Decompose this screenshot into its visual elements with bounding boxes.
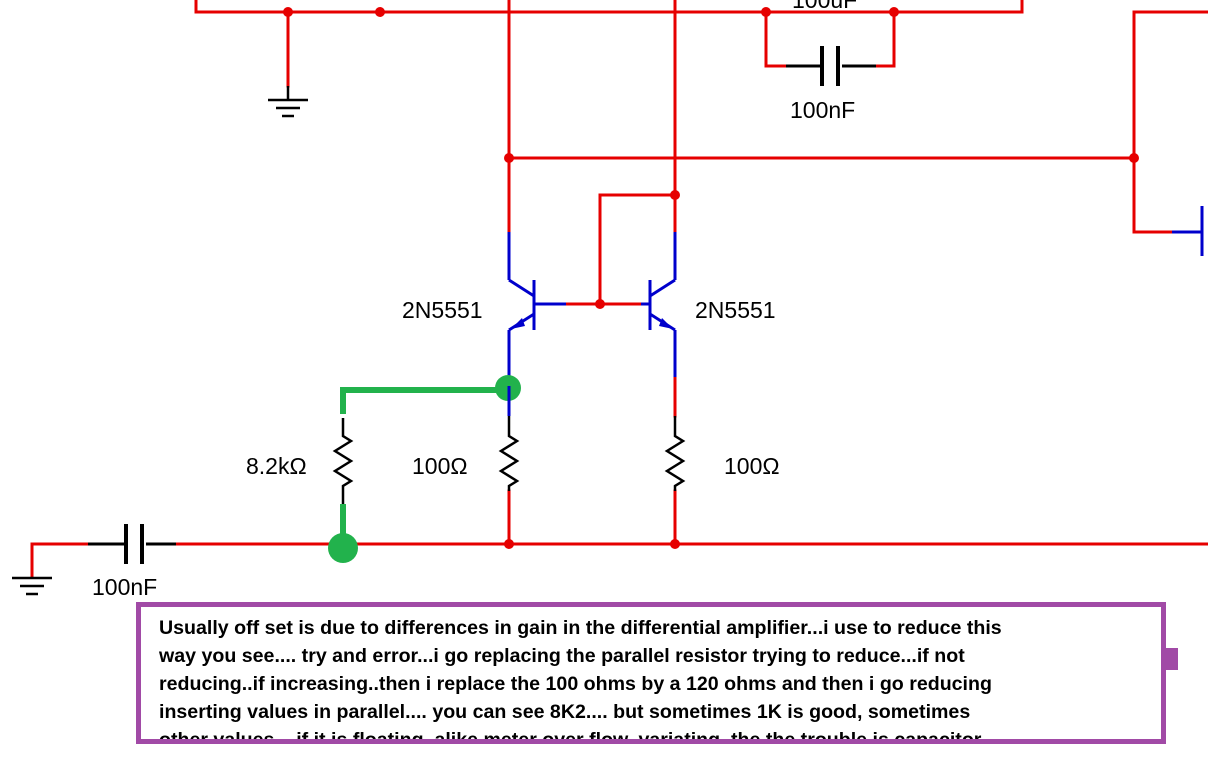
input-ground-wire xyxy=(30,542,90,578)
node-dot xyxy=(595,299,605,309)
node-dot xyxy=(283,7,293,17)
node-dot xyxy=(1129,153,1139,163)
node-dot xyxy=(670,539,680,549)
label-resistor-8k2: 8.2kΩ xyxy=(246,453,307,479)
top-cap-loop-right xyxy=(874,10,896,68)
annotation-note: Usually off set is due to differences in… xyxy=(136,602,1166,744)
label-top-cap: 100nF xyxy=(790,97,855,123)
node-dot xyxy=(375,7,385,17)
note-line: inserting values in parallel.... you can… xyxy=(159,701,971,723)
highlight-node xyxy=(328,533,358,563)
transistor-right xyxy=(641,232,677,377)
label-transistor-left: 2N5551 xyxy=(402,297,483,323)
ground-symbol-input xyxy=(12,576,52,596)
transistor-partial-right xyxy=(1172,206,1204,256)
transistor-left xyxy=(507,232,566,386)
note-line: other values....if it is floating, alike… xyxy=(159,729,982,744)
mirror-link-wire xyxy=(598,193,677,306)
capacitor-input xyxy=(88,524,176,564)
label-top-cap-partial: 100uF xyxy=(792,0,857,13)
note-line: way you see.... try and error...i go rep… xyxy=(159,645,965,667)
label-transistor-right: 2N5551 xyxy=(695,297,776,323)
label-resistor-left: 100Ω xyxy=(412,453,468,479)
top-cap-loop-left xyxy=(764,10,788,68)
note-line: reducing..if increasing..then i replace … xyxy=(159,673,992,695)
note-resize-tab[interactable] xyxy=(1166,648,1178,670)
resistor-8k2 xyxy=(332,418,354,504)
node-dot xyxy=(761,7,771,17)
wires xyxy=(30,0,1208,578)
node-dot xyxy=(504,153,514,163)
label-input-cap: 100nF xyxy=(92,574,157,600)
label-resistor-right: 100Ω xyxy=(724,453,780,479)
node-dot xyxy=(889,7,899,17)
resistor-100-left xyxy=(498,416,520,491)
top-rail-wire xyxy=(194,0,1024,14)
resistor-100-right xyxy=(664,416,686,491)
ground-symbol-top xyxy=(268,86,308,118)
note-line: Usually off set is due to differences in… xyxy=(159,617,1002,639)
capacitor-top xyxy=(786,46,876,86)
node-dot xyxy=(670,190,680,200)
junction-nodes xyxy=(283,7,1139,549)
node-dot xyxy=(504,539,514,549)
